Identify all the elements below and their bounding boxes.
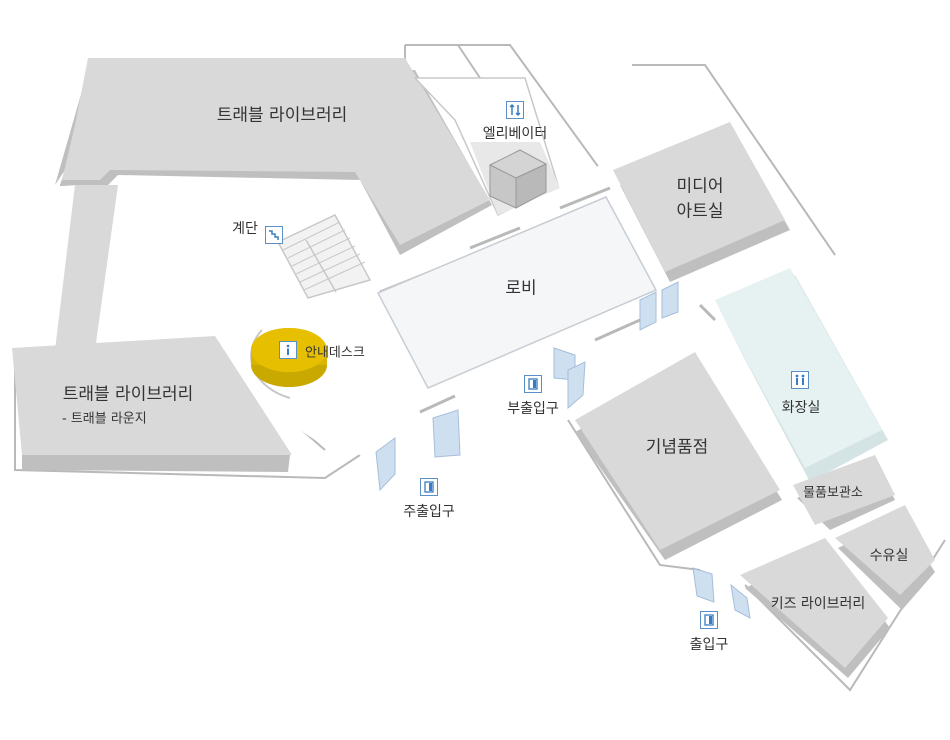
souvenir-shop-room[interactable]: [575, 352, 782, 560]
main-entrance-label: 주출입구: [403, 504, 455, 520]
media-art-room[interactable]: [613, 122, 790, 282]
kids-library-room[interactable]: [740, 538, 890, 678]
elevator-label: 엘리베이터: [482, 126, 548, 142]
travel-library-left-room[interactable]: [12, 336, 292, 472]
media-art-label-1: 미디어: [676, 176, 724, 197]
kids-library-label: 키즈 라이브러리: [770, 596, 866, 612]
locker-room[interactable]: [793, 455, 895, 530]
exit-door-icon: [700, 611, 718, 629]
travel-library-top-room[interactable]: [55, 58, 492, 255]
stairs-label: 계단: [232, 221, 258, 237]
stairs-icon: [265, 226, 283, 244]
locker-label: 물품보관소: [803, 485, 863, 501]
info-desk-label: 안내데스크: [305, 345, 365, 361]
elevator-icon: [506, 101, 524, 119]
exit-label: 출입구: [689, 637, 729, 653]
nursing-room-label: 수유실: [869, 548, 909, 564]
restroom-label: 화장실: [781, 400, 821, 416]
travel-library-top-label: 트래블 라이브러리: [216, 105, 348, 126]
glass-doors: [375, 281, 751, 619]
left-corridor-wall: [55, 185, 118, 350]
info-icon: [279, 341, 297, 359]
nursing-room[interactable]: [835, 505, 935, 610]
lobby-area[interactable]: [376, 196, 658, 389]
lobby-label: 로비: [505, 278, 537, 299]
elevator-area: [413, 77, 560, 217]
main-entrance-door-icon: [420, 478, 438, 496]
side-entrance-label: 부출입구: [507, 401, 559, 417]
travel-lounge-label: - 트래블 라운지: [62, 411, 147, 427]
souvenir-shop-label: 기념품점: [645, 437, 709, 458]
staircase: [276, 214, 372, 299]
side-entrance-door-icon: [524, 375, 542, 393]
media-art-label-2: 아트실: [676, 201, 724, 222]
travel-library-left-label: 트래블 라이브러리: [62, 384, 194, 405]
restroom-icon: [791, 371, 809, 389]
